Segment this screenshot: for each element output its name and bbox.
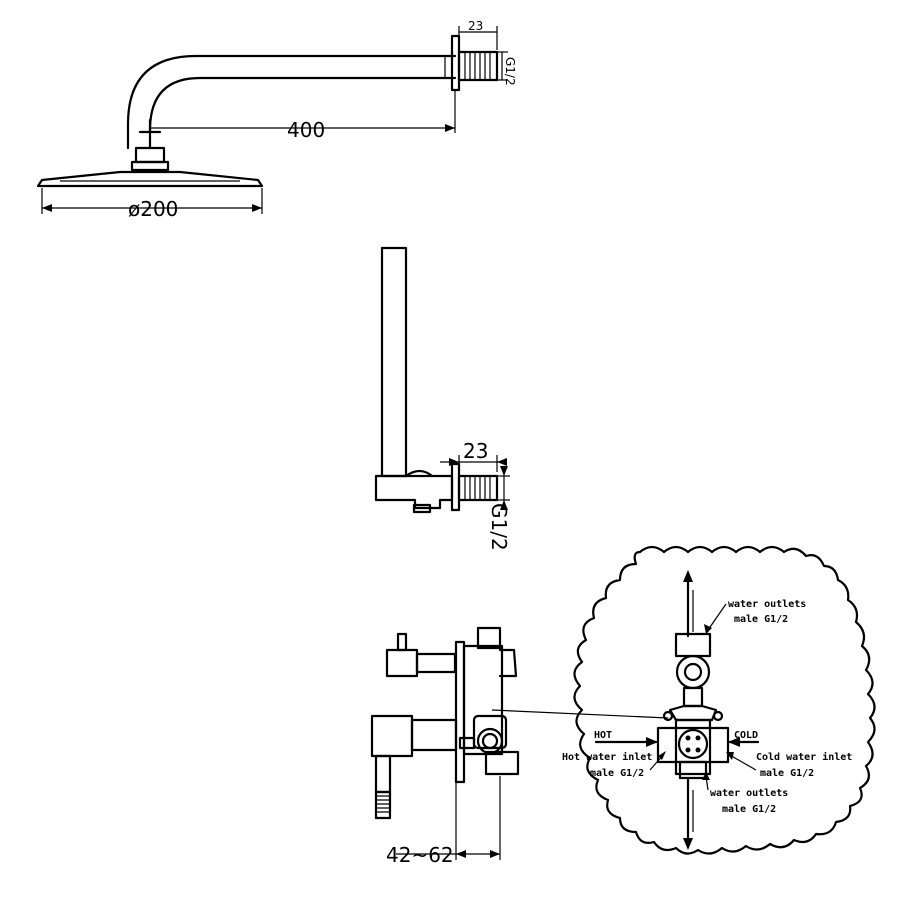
dim-label-arm-23: 23: [468, 19, 483, 33]
hot-inlet-label: Hot water inlet: [562, 751, 652, 763]
hot-inlet-sub: male G1/2: [590, 768, 644, 779]
dim-riser-g12: G1/2: [487, 466, 511, 551]
top-outlet-label: water outlets: [728, 599, 806, 610]
dim-label-arm-g12: G1/2: [503, 57, 517, 86]
bottom-outlet-sub: male G1/2: [722, 804, 776, 815]
riser-assembly: 23 G1/2: [374, 246, 511, 551]
dim-riser-23: 23: [440, 439, 507, 472]
detail-bubble: water outlets male G1/2 HOT Hot water in…: [562, 545, 876, 855]
cold-inlet-label: Cold water inlet: [756, 751, 852, 763]
dim-label-200: ø200: [128, 197, 178, 221]
dim-arm-g12: G1/2: [497, 51, 517, 86]
dim-200: ø200: [41, 188, 263, 221]
riser-thread: [457, 474, 499, 502]
dim-label-riser-23: 23: [463, 439, 488, 463]
dim-42-62: 42~62: [386, 776, 501, 867]
arm-thread: [457, 50, 499, 82]
bottom-outlet-label: water outlets: [710, 788, 788, 799]
hot-tag: HOT: [594, 730, 612, 741]
cold-inlet-sub: male G1/2: [760, 768, 814, 779]
dim-label-42-62: 42~62: [386, 843, 454, 867]
top-outlet-sub: male G1/2: [734, 614, 788, 625]
dim-arm-23: 23: [458, 19, 498, 50]
shower-arm-assembly: 400 23 G1/2 ø200: [36, 19, 517, 221]
dim-400: 400: [150, 90, 456, 142]
cold-tag: COLD: [734, 730, 758, 741]
dim-label-400: 400: [287, 118, 325, 142]
valve-side-view: 42~62: [370, 626, 669, 867]
dim-label-riser-g12: G1/2: [487, 503, 511, 551]
